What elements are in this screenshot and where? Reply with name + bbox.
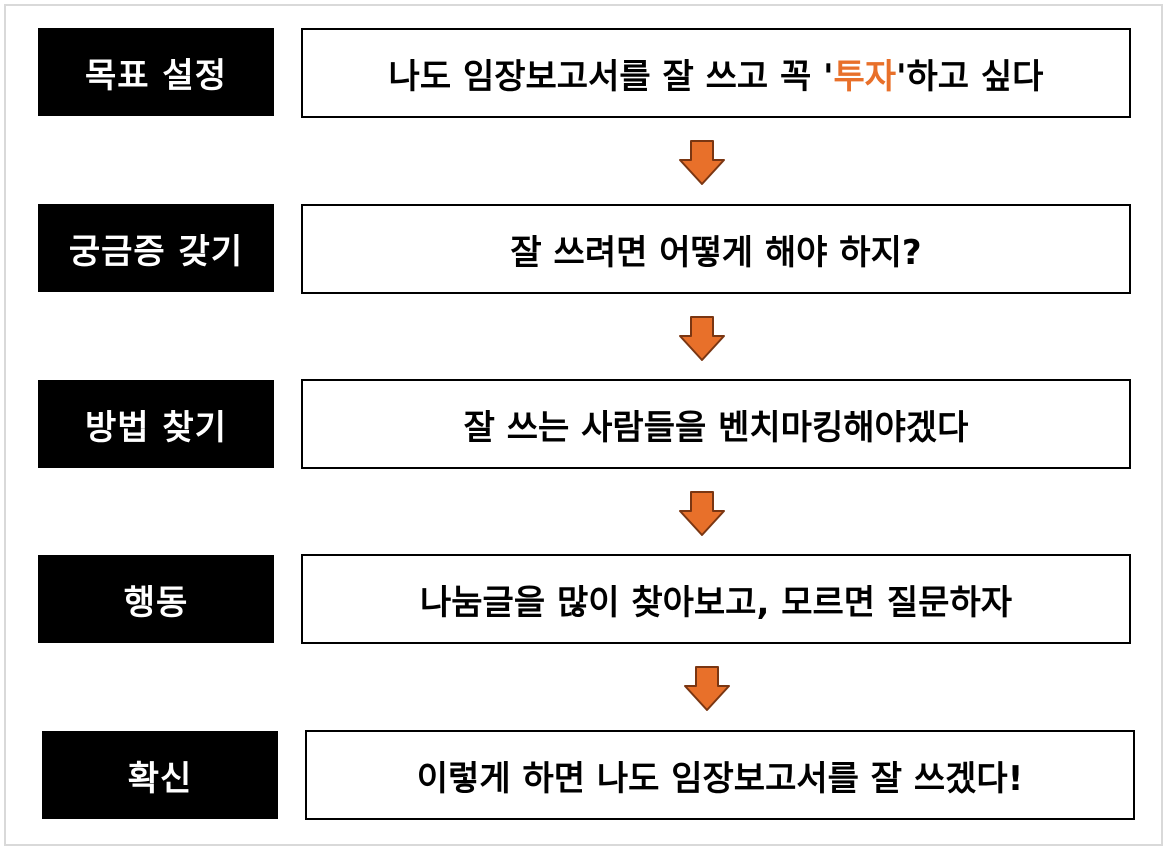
step-box-action: 나눔글을 많이 찾아보고, 모르면 질문하자 <box>301 554 1131 644</box>
step-label-confidence: 확신 <box>42 731 278 819</box>
diagram-frame <box>4 4 1163 846</box>
step-text-action: 나눔글을 많이 찾아보고, 모르면 질문하자 <box>419 582 1013 623</box>
step-label-curiosity: 궁금증 갖기 <box>38 204 274 292</box>
step-text-method: 잘 쓰는 사람들을 벤치마킹해야겠다 <box>463 407 969 448</box>
down-arrow-icon <box>679 316 725 361</box>
down-arrow-icon <box>679 140 725 185</box>
step-text-goal-before: 나도 임장보고서를 잘 쓰고 꼭 ' <box>388 56 834 97</box>
down-arrow-icon <box>684 666 730 711</box>
step-text-goal-highlight: 투자 <box>833 56 897 97</box>
step-box-curiosity: 잘 쓰려면 어떻게 해야 하지? <box>301 204 1131 294</box>
down-arrow-icon <box>679 491 725 536</box>
step-text-confidence: 이렇게 하면 나도 임장보고서를 잘 쓰겠다! <box>416 758 1024 799</box>
step-label-method: 방법 찾기 <box>38 380 274 468</box>
step-box-goal: 나도 임장보고서를 잘 쓰고 꼭 '투자'하고 싶다 <box>301 28 1131 118</box>
step-text-goal-after: '하고 싶다 <box>896 56 1044 97</box>
step-label-action: 행동 <box>38 555 274 643</box>
step-text-curiosity: 잘 쓰려면 어떻게 해야 하지? <box>510 232 922 273</box>
step-box-method: 잘 쓰는 사람들을 벤치마킹해야겠다 <box>301 379 1131 469</box>
step-box-confidence: 이렇게 하면 나도 임장보고서를 잘 쓰겠다! <box>305 730 1135 820</box>
step-label-goal: 목표 설정 <box>38 28 274 116</box>
